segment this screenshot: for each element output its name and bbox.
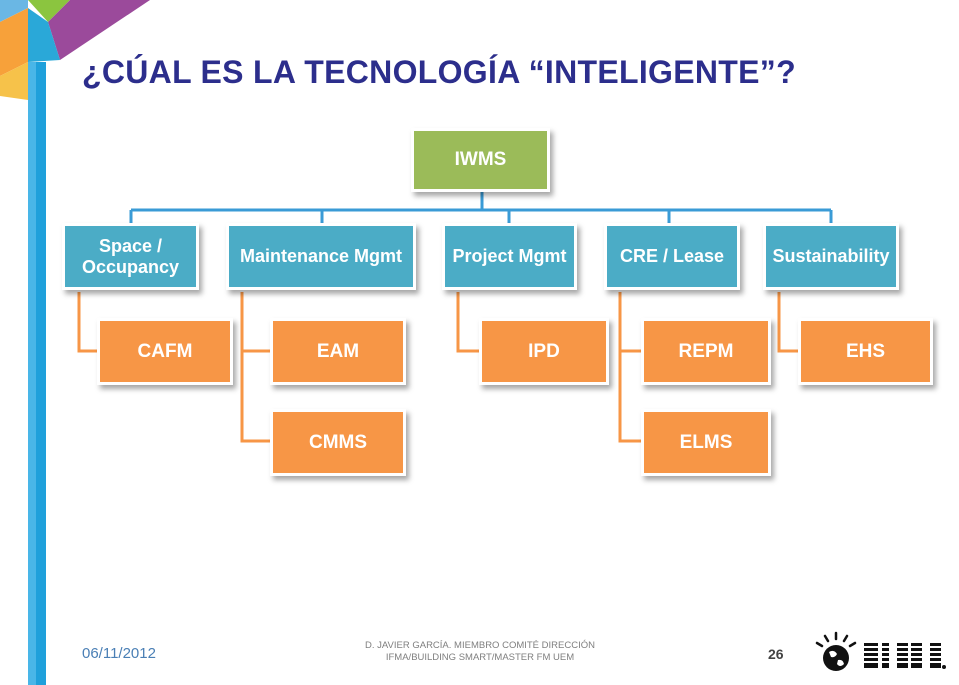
leaf-connector-ipd: [456, 292, 479, 353]
leaf-connector-cafm: [77, 292, 97, 353]
org-node-leaf: REPM: [641, 318, 771, 385]
org-node-category: CRE / Lease: [604, 223, 740, 290]
footer-credit-line: D. JAVIER GARCÍA. MIEMBRO COMITÉ DIRECCI…: [365, 640, 595, 651]
org-node-leaf: EAM: [270, 318, 406, 385]
leaf-connector-ehs: [777, 292, 798, 353]
org-node-leaf: CMMS: [270, 409, 406, 476]
org-node-leaf: CAFM: [97, 318, 233, 385]
leaf-connector-eam: [240, 292, 270, 353]
leaf-connector-cmms: [240, 351, 270, 443]
org-node-leaf: EHS: [798, 318, 933, 385]
org-node-leaf: IPD: [479, 318, 609, 385]
org-node-root: IWMS: [411, 128, 550, 192]
ibm-logo-icon: [815, 631, 946, 671]
org-node-category: Space / Occupancy: [62, 223, 199, 290]
org-node-category: Maintenance Mgmt: [226, 223, 416, 290]
slide-title: ¿CÚAL ES LA TECNOLOGÍA “INTELIGENTE”?: [82, 54, 796, 90]
org-node-category: Sustainability: [763, 223, 899, 290]
leaf-connector-elms: [618, 351, 641, 443]
org-node-category: Project Mgmt: [442, 223, 577, 290]
org-node-leaf: ELMS: [641, 409, 771, 476]
footer-date: 06/11/2012: [82, 645, 156, 662]
leaf-connector-repm: [618, 292, 641, 353]
footer-credit-line: IFMA/BUILDING SMART/MASTER FM UEM: [385, 652, 575, 663]
footer-credit: D. JAVIER GARCÍA. MIEMBRO COMITÉ DIRECCI…: [330, 640, 630, 664]
page-number: 26: [768, 646, 784, 662]
